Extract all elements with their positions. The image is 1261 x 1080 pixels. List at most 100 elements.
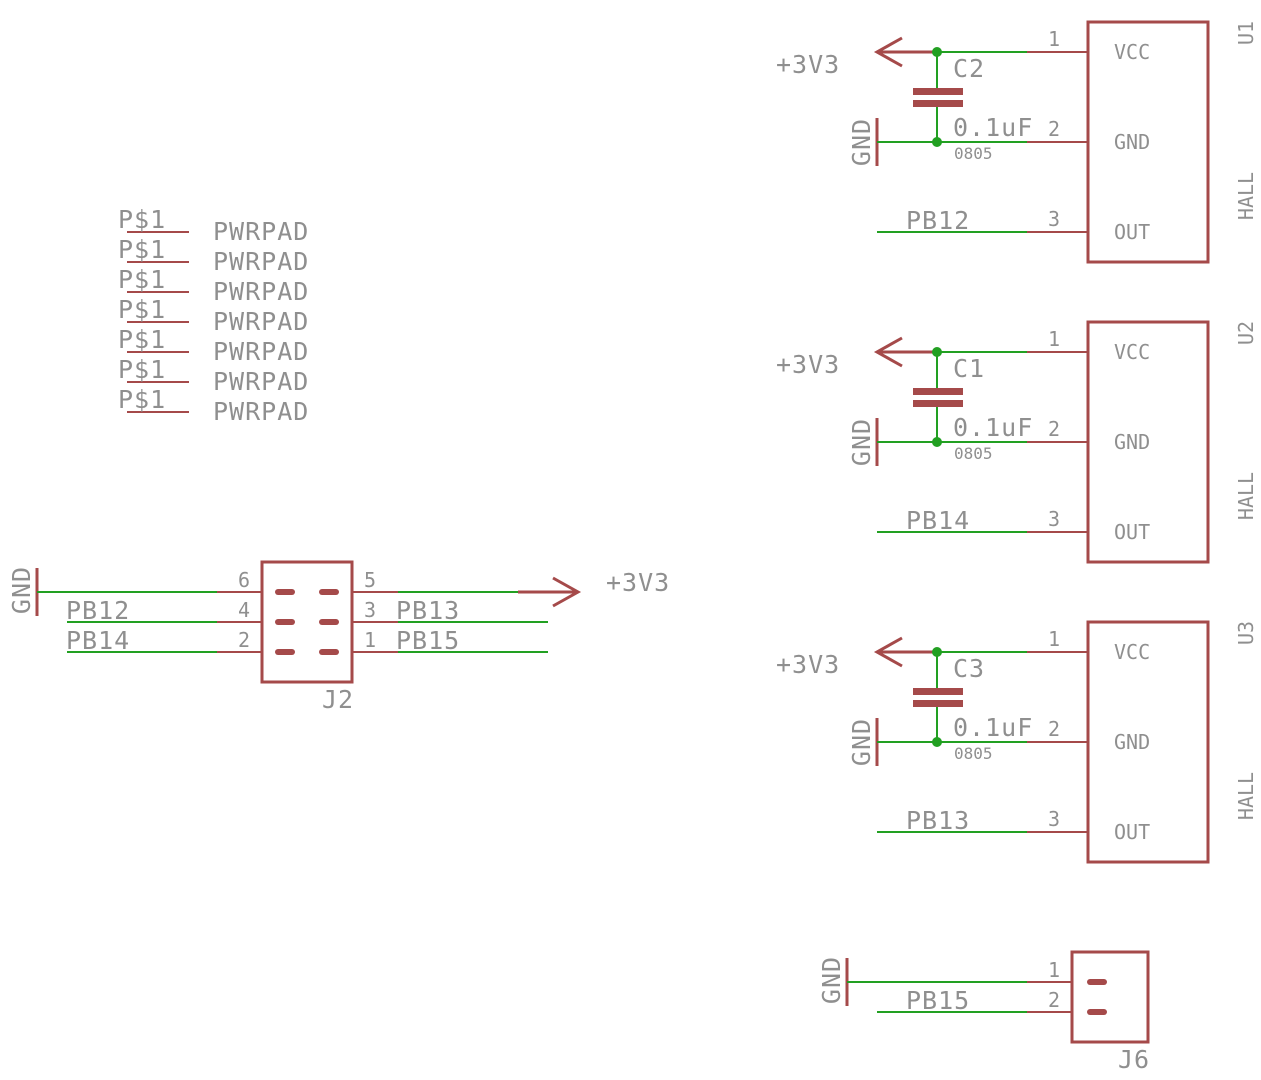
power-pad[interactable]: P$1 PWRPAD xyxy=(118,325,309,366)
pin-number: 2 xyxy=(1048,117,1060,141)
pin-number: 1 xyxy=(1048,27,1060,51)
hall-sensor-body[interactable] xyxy=(1086,320,1210,564)
power-pad[interactable]: P$1 PWRPAD xyxy=(118,385,309,426)
supply-label: +3V3 xyxy=(776,50,840,79)
supply-label: +3V3 xyxy=(606,568,670,597)
junction-dot xyxy=(932,647,942,657)
pad-name-label: PWRPAD xyxy=(213,217,309,246)
part-reference: U1 xyxy=(1234,21,1258,45)
junction-dot xyxy=(932,47,942,57)
hall-sensor-block-u1: +3V3 1 C2 0.1uF 0805 GND 2 PB12 3 VCC xyxy=(776,20,1258,264)
capacitor-ref: C2 xyxy=(953,54,985,83)
pad-pin-label: P$1 xyxy=(118,235,166,264)
capacitor-ref: C3 xyxy=(953,654,985,683)
pad-pin-label: P$1 xyxy=(118,325,166,354)
capacitor-value: 0.1uF xyxy=(953,413,1033,442)
connector-j6: GND 1 2 PB15 J6 xyxy=(817,950,1150,1074)
pin-number: 1 xyxy=(1048,327,1060,351)
part-reference: J6 xyxy=(1118,1045,1150,1074)
power-pad-list: P$1 PWRPAD P$1 PWRPAD P$1 PWRPAD P$1 PWR… xyxy=(118,205,309,426)
capacitor[interactable] xyxy=(913,652,963,742)
supply-arrow-icon xyxy=(873,36,937,68)
pin-name: GND xyxy=(1114,430,1150,454)
connector-j2: GND 6 4 2 PB12 PB14 5 3 1 PB13 PB15 +3V3 xyxy=(7,560,670,714)
capacitor-package: 0805 xyxy=(954,744,993,763)
part-value: HALL xyxy=(1234,172,1258,220)
ground-label: GND xyxy=(847,418,876,466)
junction-dot xyxy=(932,347,942,357)
pin-number: 3 xyxy=(1048,507,1060,531)
power-pad[interactable]: P$1 PWRPAD xyxy=(118,205,309,246)
pin-name: OUT xyxy=(1114,220,1150,244)
pin-name: VCC xyxy=(1114,40,1150,64)
net-label: PB15 xyxy=(396,626,460,655)
hall-sensor-body[interactable] xyxy=(1086,20,1210,264)
power-pad[interactable]: P$1 PWRPAD xyxy=(118,355,309,396)
pin-number: 2 xyxy=(1048,988,1060,1012)
net-label: PB14 xyxy=(66,626,130,655)
pin-number: 3 xyxy=(1048,207,1060,231)
pad-pin-label: P$1 xyxy=(118,385,166,414)
capacitor-ref: C1 xyxy=(953,354,985,383)
capacitor-package: 0805 xyxy=(954,144,993,163)
pin-name: VCC xyxy=(1114,340,1150,364)
pin-number: 1 xyxy=(1048,958,1060,982)
net-label: PB14 xyxy=(906,506,970,535)
hall-sensor-body[interactable] xyxy=(1086,620,1210,864)
pin-number: 1 xyxy=(364,628,376,652)
pad-name-label: PWRPAD xyxy=(213,397,309,426)
net-label: PB13 xyxy=(396,596,460,625)
pin-number: 2 xyxy=(1048,417,1060,441)
pad-name-label: PWRPAD xyxy=(213,247,309,276)
hall-sensor-block-u2: +3V3 1 C1 0.1uF 0805 GND 2 PB14 3 VCC GN… xyxy=(776,320,1258,564)
pin-number: 4 xyxy=(238,598,250,622)
connector-body[interactable] xyxy=(1070,950,1150,1044)
pin-number: 2 xyxy=(238,628,250,652)
power-pad[interactable]: P$1 PWRPAD xyxy=(118,235,309,276)
supply-arrow-icon xyxy=(518,576,582,608)
supply-label: +3V3 xyxy=(776,650,840,679)
pin-number: 3 xyxy=(364,598,376,622)
pin-number: 2 xyxy=(1048,717,1060,741)
net-label: PB15 xyxy=(906,986,970,1015)
capacitor-package: 0805 xyxy=(954,444,993,463)
ground-label: GND xyxy=(847,718,876,766)
net-label: PB13 xyxy=(906,806,970,835)
pin-name: OUT xyxy=(1114,520,1150,544)
capacitor[interactable] xyxy=(913,52,963,142)
capacitor-value: 0.1uF xyxy=(953,113,1033,142)
hall-sensor-block-u3: +3V3 1 C3 0.1uF 0805 GND 2 PB13 3 VCC GN… xyxy=(776,620,1258,864)
pin-name: OUT xyxy=(1114,820,1150,844)
pin-name: GND xyxy=(1114,130,1150,154)
net-label: PB12 xyxy=(66,596,130,625)
pad-pin-label: P$1 xyxy=(118,295,166,324)
power-pad[interactable]: P$1 PWRPAD xyxy=(118,265,309,306)
capacitor[interactable] xyxy=(913,352,963,442)
pad-name-label: PWRPAD xyxy=(213,307,309,336)
part-reference: U3 xyxy=(1234,621,1258,645)
pad-pin-label: P$1 xyxy=(118,205,166,234)
connector-body[interactable] xyxy=(260,560,354,684)
ground-label: GND xyxy=(817,956,846,1004)
ground-label: GND xyxy=(7,566,36,614)
power-pad[interactable]: P$1 PWRPAD xyxy=(118,295,309,336)
pad-name-label: PWRPAD xyxy=(213,277,309,306)
pin-number: 1 xyxy=(1048,627,1060,651)
pad-name-label: PWRPAD xyxy=(213,337,309,366)
pin-number: 5 xyxy=(364,568,376,592)
pad-pin-label: P$1 xyxy=(118,355,166,384)
part-value: HALL xyxy=(1234,472,1258,520)
supply-arrow-icon xyxy=(873,636,937,668)
part-reference: U2 xyxy=(1234,321,1258,345)
net-label: PB12 xyxy=(906,206,970,235)
pin-name: GND xyxy=(1114,730,1150,754)
pad-pin-label: P$1 xyxy=(118,265,166,294)
part-value: HALL xyxy=(1234,772,1258,820)
ground-label: GND xyxy=(847,118,876,166)
pad-name-label: PWRPAD xyxy=(213,367,309,396)
part-reference: J2 xyxy=(322,685,354,714)
capacitor-value: 0.1uF xyxy=(953,713,1033,742)
pin-name: VCC xyxy=(1114,640,1150,664)
pin-number: 6 xyxy=(238,568,250,592)
supply-label: +3V3 xyxy=(776,350,840,379)
